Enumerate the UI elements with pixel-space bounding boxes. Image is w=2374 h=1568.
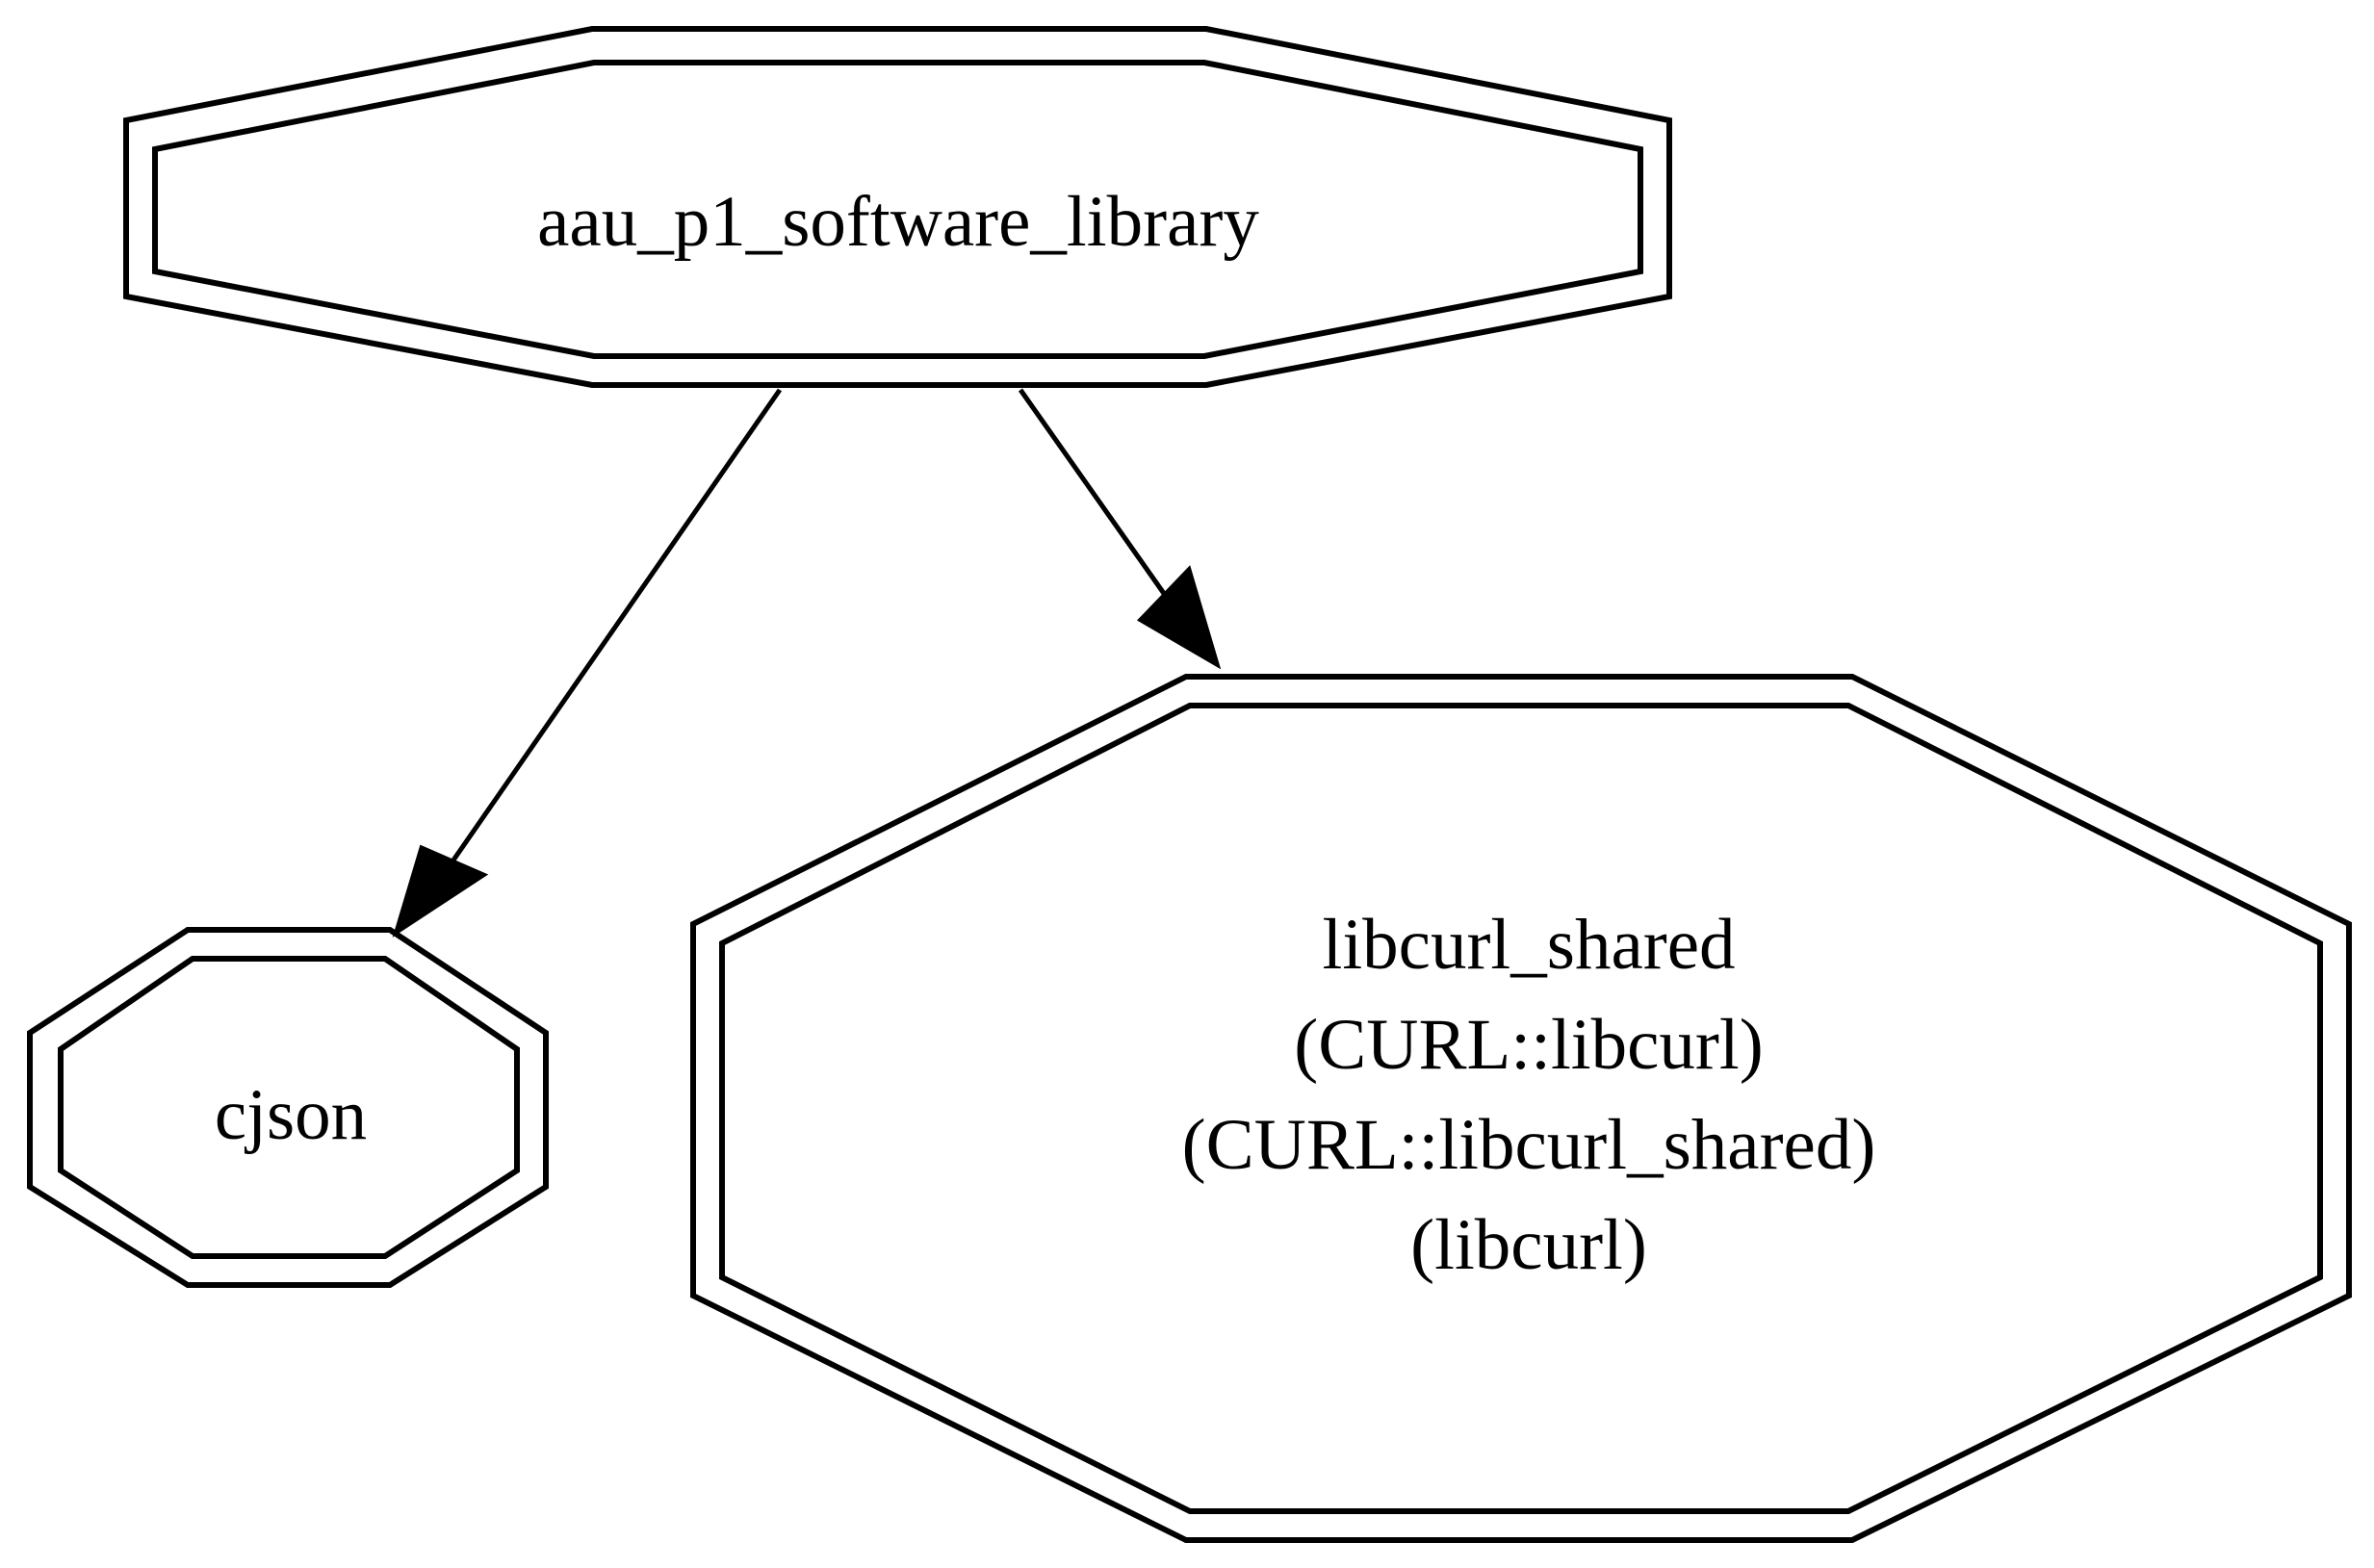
node-label-line-1: libcurl_shared (1322, 905, 1735, 985)
node-inner-border (58, 956, 520, 1259)
edge-library-to-cjson (392, 388, 783, 938)
node-outer-border (27, 927, 549, 1288)
edge-line (450, 388, 783, 863)
node-label: aau_p1_software_library (537, 182, 1259, 262)
node-libcurl-shared[interactable]: libcurl_shared (CURL::libcurl) (CURL::li… (690, 674, 2352, 1543)
node-cjson[interactable]: cjson (27, 927, 549, 1288)
node-label-line-3: (CURL::libcurl_shared) (1182, 1105, 1876, 1185)
arrowhead-icon (392, 844, 489, 938)
edge-line (1018, 388, 1168, 597)
node-outer-border (123, 26, 1672, 388)
node-inner-border (719, 703, 2323, 1514)
arrowhead-icon (1136, 565, 1222, 670)
node-label-line-4: (libcurl) (1410, 1205, 1647, 1285)
edge-library-to-libcurl (1018, 388, 1222, 670)
node-label-line-2: (CURL::libcurl) (1294, 1005, 1763, 1085)
node-inner-border (152, 60, 1643, 359)
node-label: cjson (215, 1075, 367, 1155)
node-aau-p1-software-library[interactable]: aau_p1_software_library (123, 26, 1672, 388)
node-outer-border (690, 674, 2352, 1543)
